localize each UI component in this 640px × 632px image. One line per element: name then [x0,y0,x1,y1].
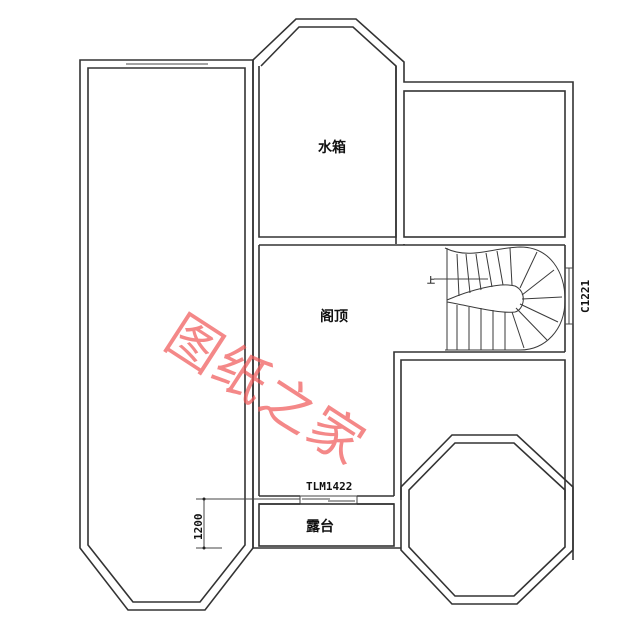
window-c1221 [564,267,574,325]
stair-up-marker: 上 [427,275,435,285]
room-label-attic: 阁顶 [320,308,348,325]
dimension-1200 [196,497,300,550]
room-label-terrace: 露台 [306,518,334,535]
room-label-water-tank: 水箱 [318,139,346,156]
door-code-label: TLM1422 [306,480,352,493]
door-tlm1422 [259,495,394,505]
spiral-stair [434,246,566,351]
window-code-label: C1221 [579,280,592,313]
left-room-walls [79,59,254,611]
lower-octagon-walls [400,434,574,605]
dimension-label: 1200 [192,514,205,541]
water-tank-walls [252,18,574,352]
terrace-walls [253,503,401,549]
